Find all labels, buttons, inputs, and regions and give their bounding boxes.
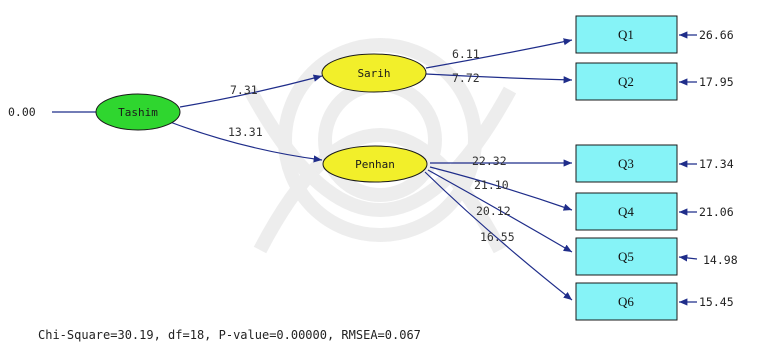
tashim-error-value: 0.00: [8, 105, 36, 119]
latent-sarih: Sarih: [321, 53, 427, 93]
q2-box: [575, 62, 678, 101]
sarih-ellipse: [321, 53, 427, 93]
q3-label: Q3: [618, 156, 634, 171]
indicator-q3: Q3 17.34: [575, 144, 734, 183]
q1-error-value: 26.66: [699, 28, 734, 42]
path-penhan-to-q6: [424, 171, 573, 301]
q4-error-value: 21.06: [699, 205, 734, 219]
q2-label: Q2: [618, 74, 634, 89]
path-sarih-to-q2: [425, 73, 573, 84]
q5-error-value: 14.98: [703, 253, 738, 267]
indicator-q6: Q6 15.45: [575, 282, 734, 321]
loading-q6: 16.55: [480, 230, 515, 244]
sarih-label: Sarih: [357, 67, 390, 80]
q1-label: Q1: [618, 27, 634, 42]
q6-error-value: 15.45: [699, 295, 734, 309]
coef-tashim-sarih: 7.31: [230, 83, 258, 97]
q5-box: [575, 237, 678, 276]
indicator-q2: Q2 17.95: [575, 62, 734, 101]
q6-label: Q6: [618, 294, 634, 309]
q5-error-arrow: [678, 254, 698, 262]
penhan-label: Penhan: [355, 158, 395, 171]
q3-error-value: 17.34: [699, 157, 734, 171]
path-sarih-to-q1: [425, 38, 573, 69]
loading-q4: 21.10: [474, 178, 509, 192]
indicator-q4: Q4 21.06: [575, 192, 734, 231]
tashim-ellipse: [95, 93, 181, 131]
q4-label: Q4: [618, 204, 634, 219]
tashim-label: Tashim: [118, 106, 158, 119]
loading-q5: 20.12: [476, 204, 511, 218]
coef-tashim-penhan: 13.31: [228, 125, 263, 139]
q4-box: [575, 192, 678, 231]
indicator-q5: Q5 14.98: [575, 237, 738, 276]
penhan-ellipse: [322, 145, 428, 183]
path-penhan-to-q4: [429, 166, 573, 211]
path-tashim-to-penhan: [169, 121, 323, 163]
path-penhan-to-q5: [427, 169, 573, 253]
latent-penhan: Penhan: [322, 145, 428, 183]
indicator-q1: Q1 26.66: [575, 15, 734, 54]
latent-tashim: Tashim: [95, 93, 181, 131]
q1-box: [575, 15, 678, 54]
q3-box: [575, 144, 678, 183]
q5-label: Q5: [618, 249, 634, 264]
loading-q2: 7.72: [452, 71, 480, 85]
loading-q1: 6.11: [452, 47, 480, 61]
loading-q3: 22.32: [472, 154, 507, 168]
q6-box: [575, 282, 678, 321]
path-tashim-to-sarih: [179, 74, 323, 108]
fit-statistics: Chi-Square=30.19, df=18, P-value=0.00000…: [38, 328, 421, 342]
q2-error-value: 17.95: [699, 75, 734, 89]
